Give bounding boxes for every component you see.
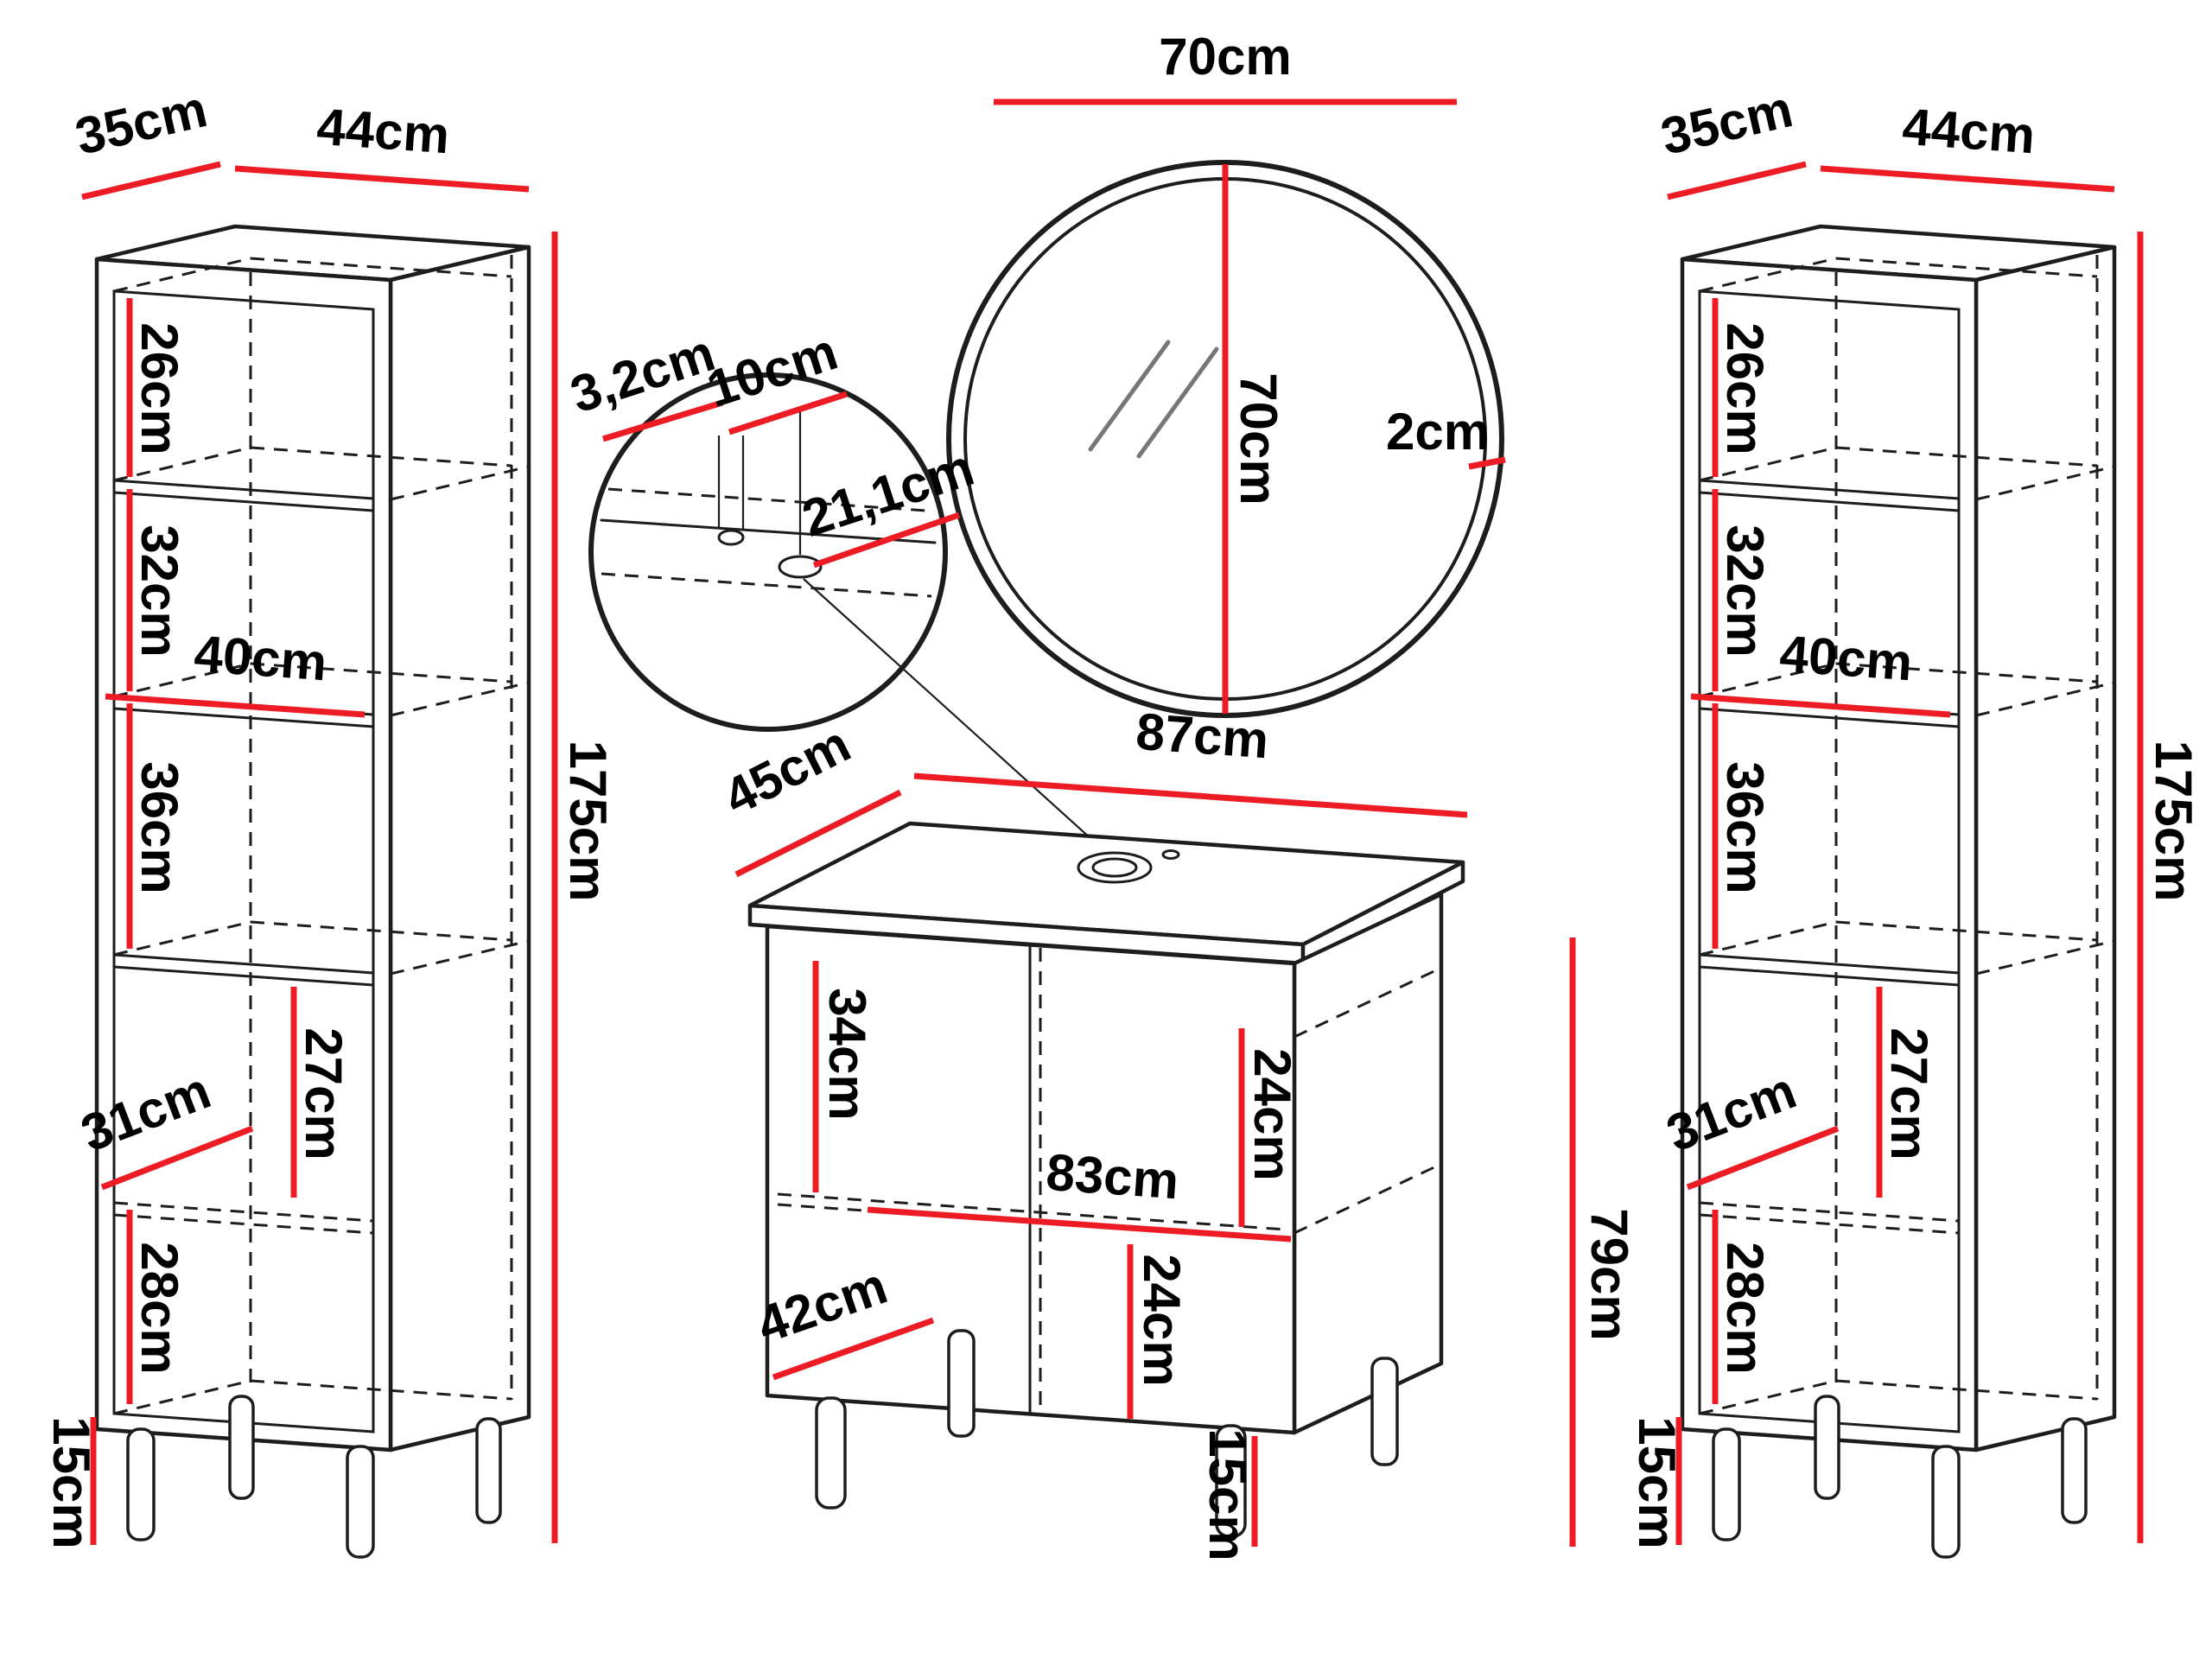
left-cabinet-section-label: 28cm bbox=[130, 1242, 188, 1374]
detail-circle bbox=[588, 372, 948, 732]
left-cabinet-leg-label: 15cm bbox=[42, 1416, 100, 1548]
mirror-outer-rim bbox=[946, 160, 1504, 718]
right-cabinet-section-label: 36cm bbox=[1716, 761, 1774, 893]
detail-leader-line bbox=[803, 578, 1110, 856]
mirror-width-label: 70cm bbox=[1159, 28, 1291, 86]
vanity-side-face bbox=[1292, 892, 1444, 1435]
detail-counter-edges bbox=[600, 487, 937, 598]
left-cabinet-width-label: 44cm bbox=[315, 98, 452, 165]
vanity-cabinet: 45cm 87cm 79cm 34cm 24cm 83cm 24cm 42cm … bbox=[715, 702, 1638, 1561]
tap-hole bbox=[1161, 849, 1180, 860]
hole-diameter-line bbox=[601, 399, 724, 442]
sink-hole-inner bbox=[1091, 857, 1138, 878]
vanity-leg-label: 15cm bbox=[1198, 1428, 1256, 1560]
mirror: 70cm 70cm 2cm bbox=[946, 28, 1506, 718]
right-cabinet-section-label: 32cm bbox=[1716, 524, 1774, 657]
vanity-legs bbox=[815, 1329, 1399, 1538]
hole-spacing-line bbox=[728, 391, 849, 435]
sink-hole-outer bbox=[1077, 851, 1153, 884]
edge-distance-line bbox=[812, 512, 961, 569]
right-cabinet-section-label: 28cm bbox=[1716, 1242, 1774, 1374]
left-cabinet-section-label: 27cm bbox=[295, 1027, 353, 1160]
vanity-section-label: 24cm bbox=[1133, 1254, 1191, 1386]
vanity-counter-side-edge bbox=[1300, 860, 1465, 966]
left-cabinet-section-label: 40cm bbox=[193, 625, 329, 692]
vanity-section-83-line bbox=[867, 1206, 1292, 1243]
vanity-section-label: 83cm bbox=[1045, 1143, 1181, 1211]
right-cabinet: 35cm 44cm 175cm 26cm 32cm 40cm 36cm 27cm… bbox=[1628, 79, 2202, 1557]
large-hole bbox=[778, 555, 823, 579]
mirror-depth-tick bbox=[1468, 456, 1506, 470]
left-cabinet-height-label: 175cm bbox=[559, 741, 617, 902]
vanity-section-label: 24cm bbox=[1243, 1048, 1301, 1180]
mirror-shine-marks bbox=[1088, 340, 1219, 459]
left-cabinet-depth-label: 35cm bbox=[70, 79, 213, 166]
left-cabinet: 35cm 44cm 175cm 26cm 32cm 40cm 36cm 27cm… bbox=[42, 79, 617, 1557]
right-cabinet-section-label: 27cm bbox=[1880, 1027, 1938, 1160]
vanity-section-42-line bbox=[772, 1317, 935, 1381]
left-cabinet-section-label: 32cm bbox=[130, 524, 188, 657]
right-cabinet-section-label: 40cm bbox=[1778, 625, 1915, 692]
mirror-depth-label: 2cm bbox=[1386, 403, 1490, 461]
right-cabinet-width-label: 44cm bbox=[1901, 98, 2037, 165]
right-cabinet-depth-label: 35cm bbox=[1656, 79, 1798, 166]
left-cabinet-section-label: 26cm bbox=[130, 322, 188, 454]
right-cabinet-height-label: 175cm bbox=[2145, 741, 2202, 902]
right-cabinet-section-label: 26cm bbox=[1716, 322, 1774, 454]
vanity-section-label: 34cm bbox=[818, 988, 876, 1120]
left-cabinet-section-label: 36cm bbox=[130, 761, 188, 893]
right-cabinet-leg-label: 15cm bbox=[1628, 1416, 1686, 1548]
small-hole bbox=[717, 529, 745, 546]
vanity-depth-label: 45cm bbox=[715, 715, 859, 826]
vanity-depth-line bbox=[734, 789, 902, 878]
vanity-width-label: 87cm bbox=[1135, 702, 1271, 770]
vanity-width-line bbox=[913, 772, 1468, 818]
vanity-height-label: 79cm bbox=[1580, 1208, 1638, 1340]
mirror-height-label: 70cm bbox=[1230, 372, 1287, 505]
detail-guide-lines bbox=[717, 411, 802, 555]
